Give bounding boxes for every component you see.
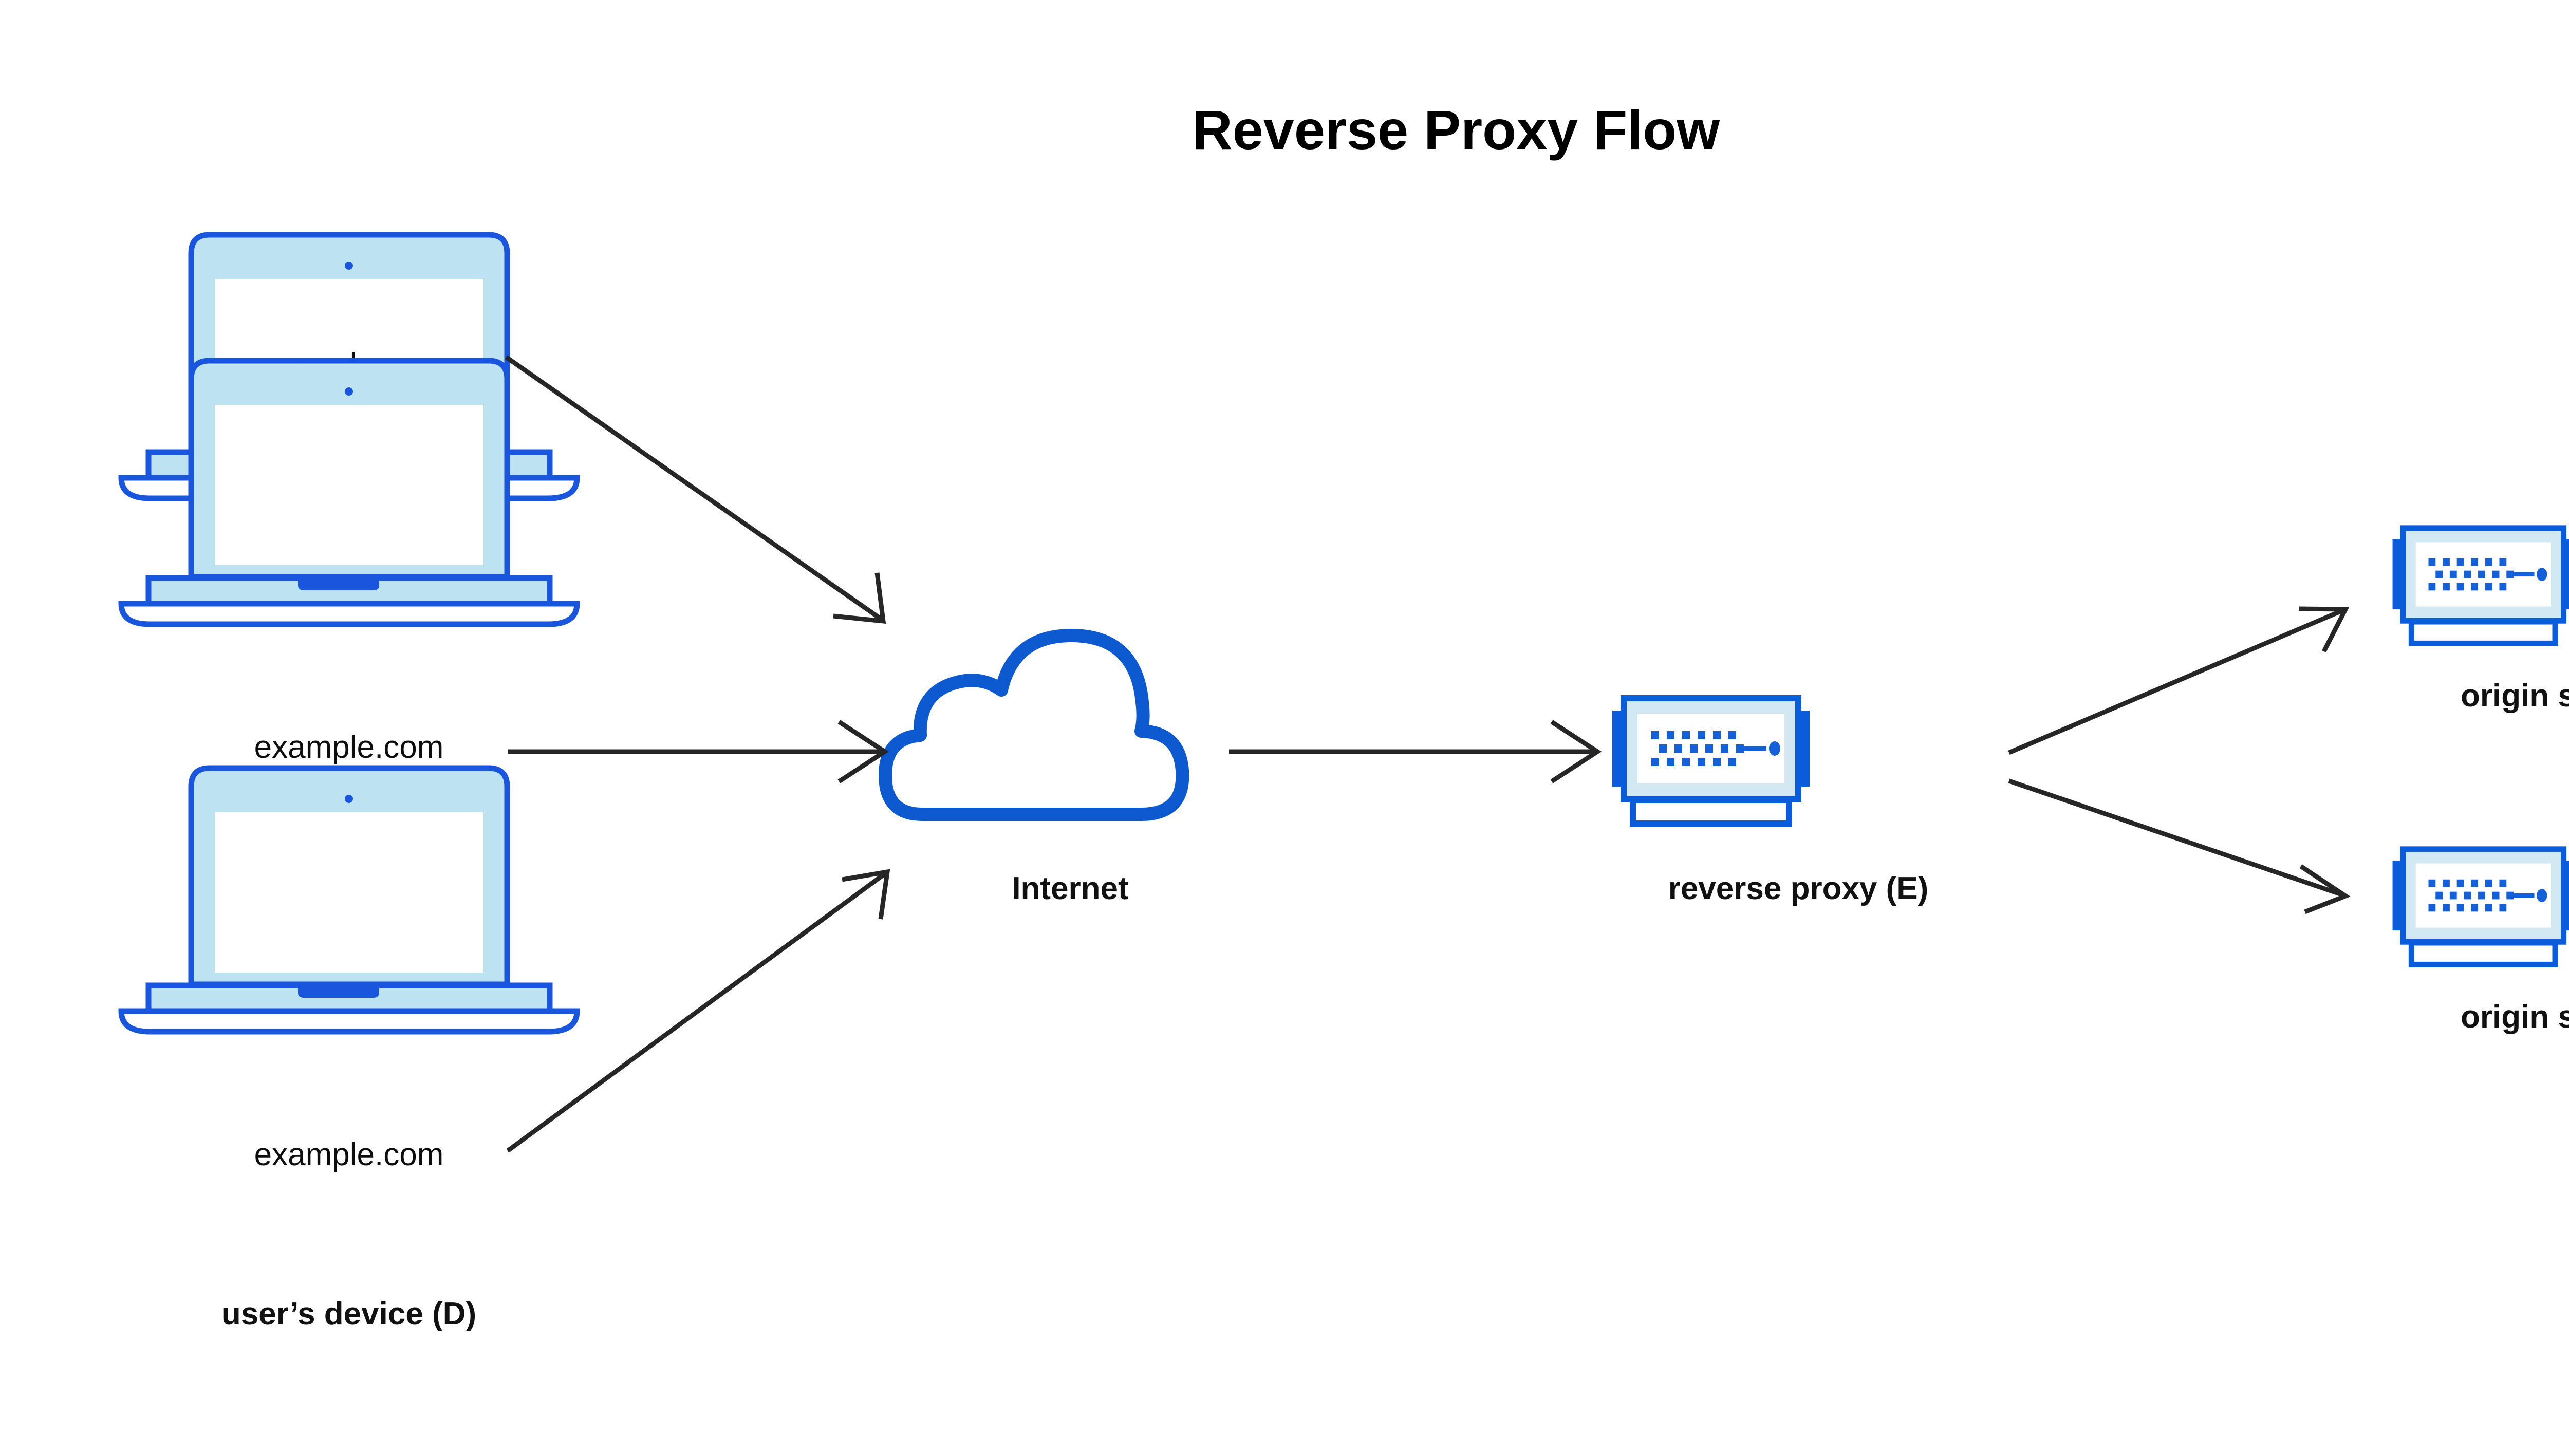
node-internet-cloud[interactable]: Internet — [885, 636, 1182, 906]
node-device-bottom[interactable]: example.com user’s device (D) — [121, 768, 577, 1332]
origin-server-label: origin server (F) — [2461, 999, 2569, 1035]
cloud-label: Internet — [1012, 871, 1128, 906]
node-reverse-proxy[interactable]: reverse proxy (E) — [1603, 698, 1928, 906]
arrow-icon — [2298, 606, 2350, 653]
page-title: Reverse Proxy Flow — [1193, 99, 1720, 161]
edge-device-middle-to-cloud — [508, 720, 889, 783]
node-origin-server-bottom[interactable]: origin server (F) — [2384, 849, 2569, 1035]
device-screen-text: example.com — [254, 730, 444, 765]
edge-proxy-to-origin-bottom — [2008, 778, 2351, 914]
node-origin-server-top[interactable]: origin server (F) — [2384, 528, 2569, 714]
laptop-icon — [121, 768, 577, 1032]
device-screen-text: example.com — [254, 1137, 444, 1172]
arrow-icon — [837, 720, 889, 783]
server-icon — [2384, 849, 2569, 964]
laptop-icon — [121, 361, 577, 624]
server-icon — [2384, 528, 2569, 643]
arrow-icon — [1550, 720, 1602, 783]
edge-device-bottom-to-cloud — [506, 869, 890, 1153]
proxy-label: reverse proxy (E) — [1668, 871, 1929, 906]
arrow-icon — [842, 869, 890, 920]
cloud-icon — [885, 636, 1182, 814]
edge-proxy-to-origin-top — [2008, 606, 2350, 755]
arrow-icon — [2299, 864, 2351, 914]
edge-device-top-to-cloud — [505, 355, 886, 624]
server-icon — [1603, 698, 1810, 824]
arrow-icon — [833, 572, 886, 624]
device-label: user’s device (D) — [221, 1296, 476, 1332]
origin-server-label: origin server (F) — [2461, 678, 2569, 714]
edge-cloud-to-proxy — [1229, 720, 1602, 783]
